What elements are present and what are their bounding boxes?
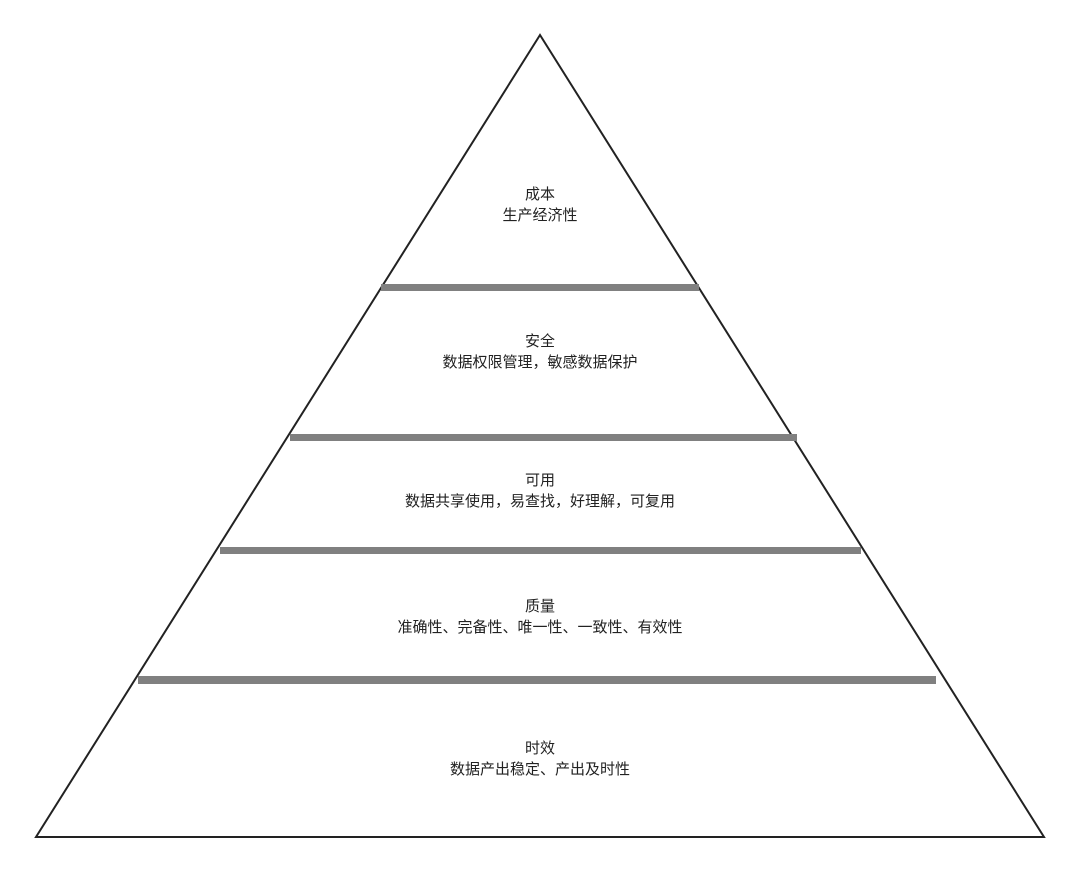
level-cost: 成本 生产经济性 [0,184,1080,226]
level-usability-title: 可用 [524,471,555,489]
level-quality: 质量 准确性、完备性、唯一性、一致性、有效性 [0,596,1080,638]
level-security-title: 安全 [524,332,555,350]
level-timeliness-description: 数据产出稳定、产出及时性 [449,760,630,778]
level-usability: 可用 数据共享使用，易查找，好理解，可复用 [0,470,1080,512]
level-usability-description: 数据共享使用，易查找，好理解，可复用 [404,492,675,510]
divider-2 [290,434,797,441]
divider-3 [220,547,861,554]
level-timeliness: 时效 数据产出稳定、产出及时性 [0,738,1080,780]
divider-1 [381,284,699,291]
level-quality-title: 质量 [524,597,555,615]
level-cost-description: 生产经济性 [502,206,578,224]
level-cost-title: 成本 [524,185,555,203]
level-timeliness-title: 时效 [524,739,555,757]
level-quality-description: 准确性、完备性、唯一性、一致性、有效性 [397,618,683,636]
divider-4 [138,676,936,684]
level-security: 安全 数据权限管理，敏感数据保护 [0,331,1080,373]
level-security-description: 数据权限管理，敏感数据保护 [442,353,638,371]
